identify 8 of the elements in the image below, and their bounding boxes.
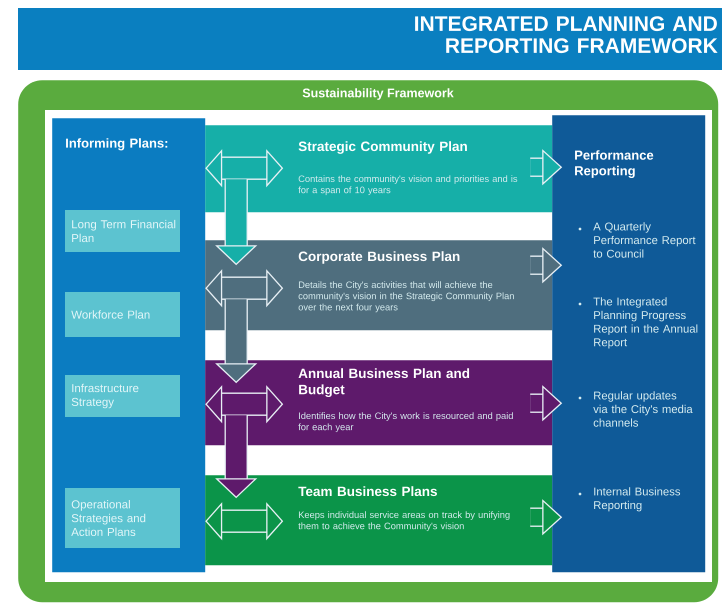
reporting-panel: Performance Reporting A Quarterly Performance Report to Council The Integrated Planning Progress Report in the Annual Report Regular updates via the City's media channels Internal Business Reporting <box>552 115 706 572</box>
plan-band: Strategic Community Plan Contains the community's vision and priorities and is for a span of 10 years <box>205 125 552 212</box>
plan-band: Team Business Plans Keeps individual service areas on track by unifying them to achieve the Community's vision <box>205 475 552 566</box>
title: INTEGRATED PLANNING AND REPORTING FRAMEWORK <box>415 16 718 54</box>
plan-box: Infrastructure Strategy <box>65 375 180 417</box>
plan-box: Long Term Financial Plan <box>65 210 180 252</box>
plan-box: Operational Strategies and Action Plans <box>65 488 180 548</box>
plan-box: Workforce Plan <box>65 292 180 337</box>
